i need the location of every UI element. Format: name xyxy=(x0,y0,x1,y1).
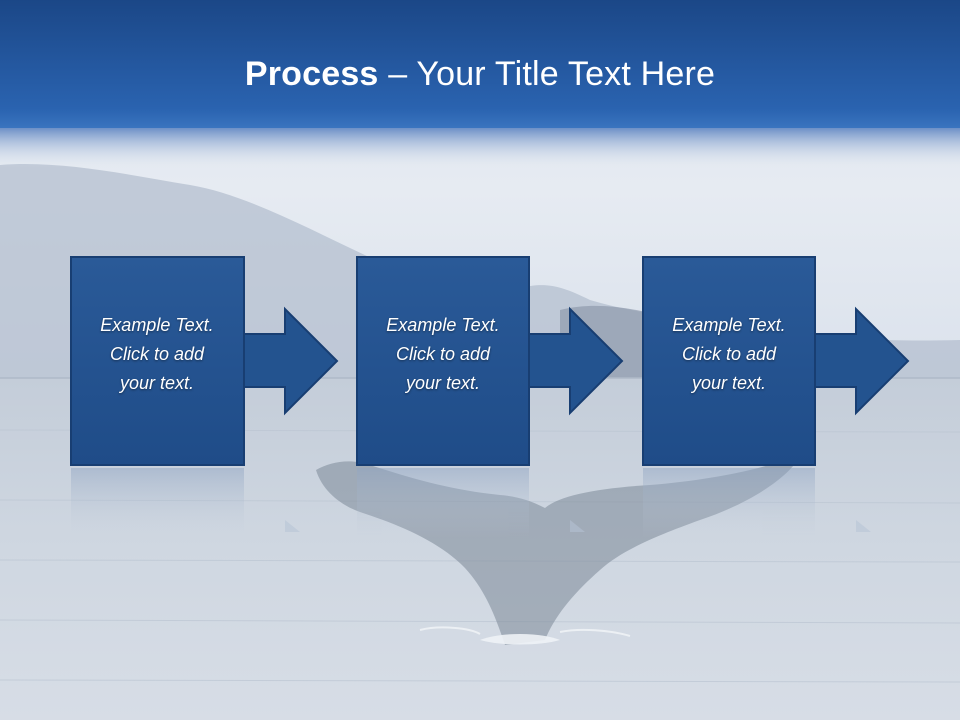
slide-title[interactable]: Process – Your Title Text Here xyxy=(0,52,960,96)
step-text-line: Example Text. xyxy=(386,315,500,335)
step-text-line: your text. xyxy=(691,373,767,393)
arrow-right-icon xyxy=(814,306,910,416)
step-1-text[interactable]: Example Text. Click to add your text. xyxy=(71,311,243,398)
process-step-3[interactable] xyxy=(642,256,910,466)
step-text-line: Example Text. xyxy=(100,315,214,335)
step-text-line: Click to add xyxy=(395,344,491,364)
reflection xyxy=(71,468,871,538)
step-box xyxy=(356,256,530,466)
header-band xyxy=(0,0,960,128)
step-box xyxy=(70,256,245,466)
step-text-line: Click to add xyxy=(681,344,777,364)
process-step-2[interactable] xyxy=(356,256,624,466)
step-text-line: your text. xyxy=(119,373,195,393)
step-text-line: your text. xyxy=(405,373,481,393)
title-rest: – Your Title Text Here xyxy=(378,55,716,93)
arrow-right-icon xyxy=(528,306,624,416)
step-3-text[interactable]: Example Text. Click to add your text. xyxy=(643,311,815,398)
title-bold: Process xyxy=(244,55,379,93)
step-box xyxy=(642,256,816,466)
step-2-text[interactable]: Example Text. Click to add your text. xyxy=(357,311,529,398)
step-text-line: Example Text. xyxy=(672,315,786,335)
process-step-1[interactable] xyxy=(70,256,339,466)
arrow-right-icon xyxy=(243,306,339,416)
step-text-line: Click to add xyxy=(109,344,205,364)
